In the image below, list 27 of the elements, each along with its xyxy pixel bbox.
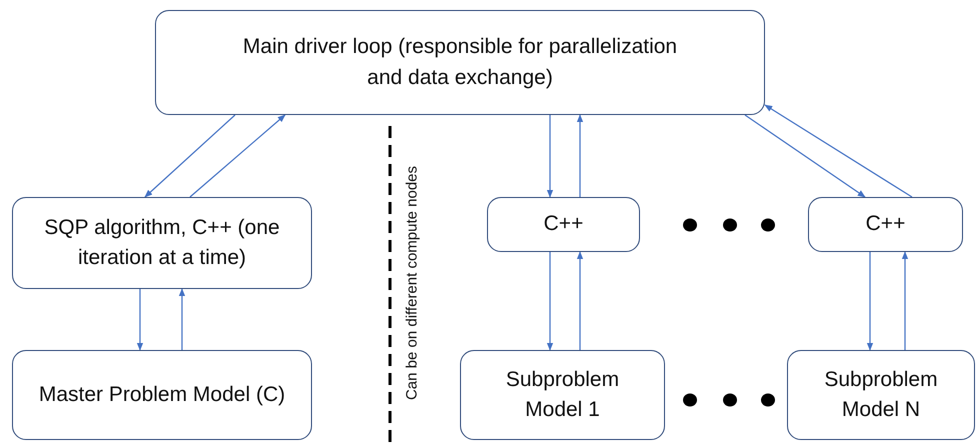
- arrow: [178, 288, 186, 350]
- arrow: [764, 104, 912, 198]
- node-text: SQP algorithm, C++ (one iteration at a time): [43, 214, 281, 271]
- arrow: [546, 252, 554, 351]
- arrow: [576, 251, 584, 350]
- arrow: [144, 114, 236, 198]
- process-box: [155, 10, 765, 115]
- arrow: [744, 114, 866, 198]
- process-box: [460, 350, 665, 440]
- node-text: Subproblem Model N: [823, 366, 939, 423]
- process-box: [808, 197, 963, 252]
- note-text: Can be on different compute nodes: [404, 166, 420, 400]
- node-text: C++: [542, 211, 584, 238]
- arrow: [866, 252, 874, 351]
- node-text: Subproblem Model 1: [504, 366, 620, 423]
- node-text: Main driver loop (responsible for parallelization and data exchange): [242, 34, 678, 90]
- process-box: [12, 350, 312, 440]
- arrow: [136, 289, 144, 351]
- node-text: Master Problem Model (C): [38, 382, 286, 408]
- arrow: [576, 114, 584, 197]
- arrow: [546, 115, 554, 198]
- arrow: [902, 251, 908, 350]
- node-text: C++: [864, 211, 906, 238]
- process-box: [487, 197, 640, 252]
- arrow: [190, 114, 286, 198]
- process-box: [787, 350, 975, 440]
- process-box: [12, 197, 312, 289]
